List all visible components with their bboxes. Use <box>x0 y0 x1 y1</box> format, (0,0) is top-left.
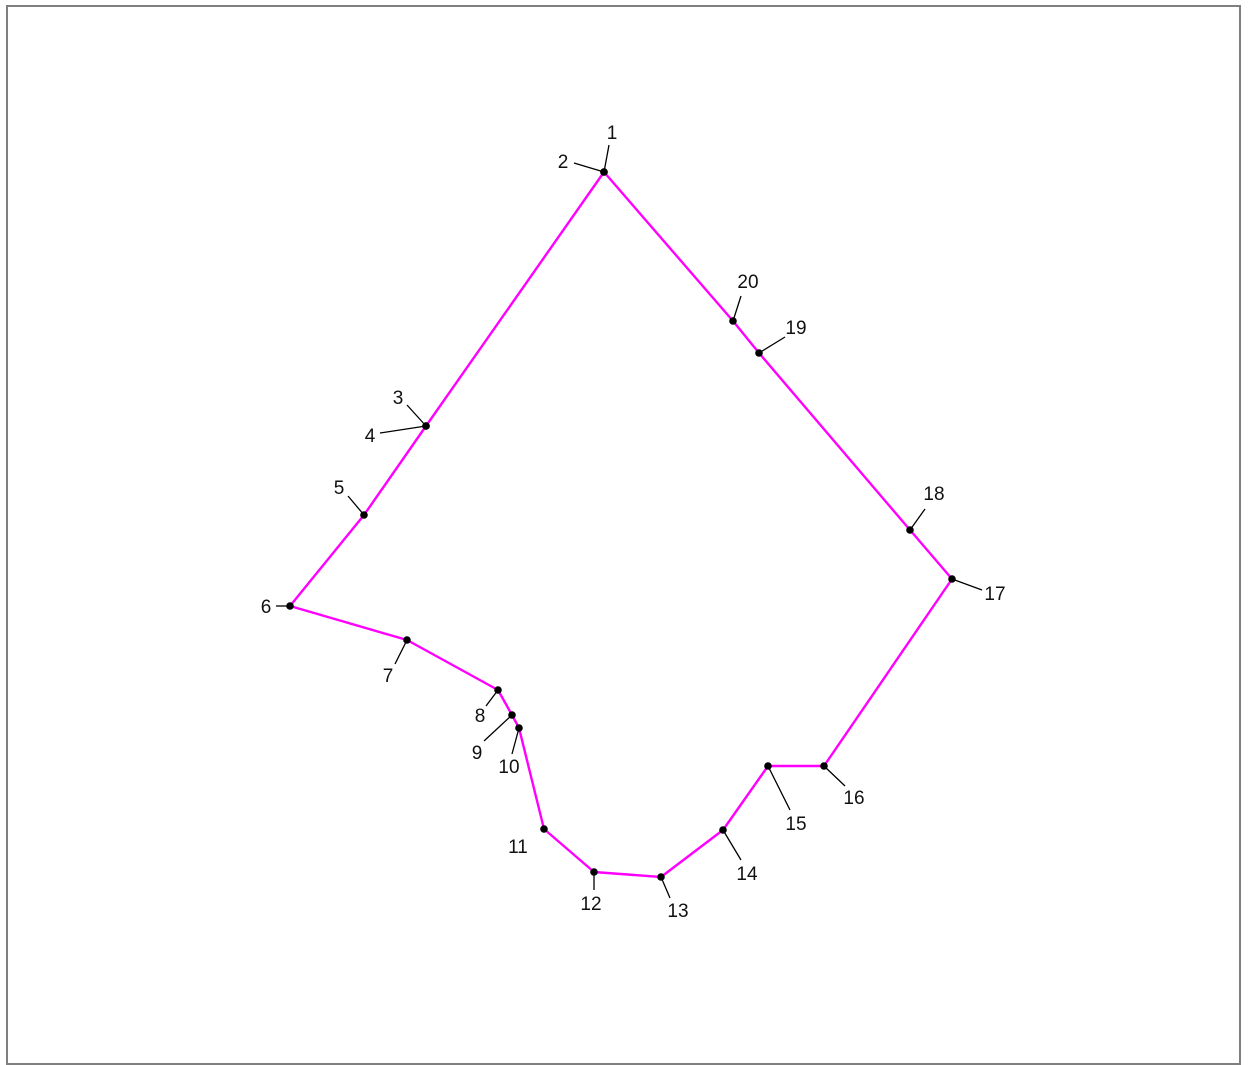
parcel-boundary-polygon <box>288 170 954 879</box>
vertex-point-14 <box>719 826 727 834</box>
vertex-label-10: 10 <box>498 757 519 778</box>
vertex-point-16 <box>820 762 828 770</box>
leader-line-19 <box>758 336 786 354</box>
vertex-label-1: 1 <box>607 123 618 144</box>
vertex-point-7 <box>403 636 411 644</box>
vertex-label-16: 16 <box>843 788 864 809</box>
vertex-label-2: 2 <box>558 152 569 173</box>
vertex-label-20: 20 <box>737 272 758 293</box>
leader-line-17 <box>951 578 983 591</box>
vertex-label-7: 7 <box>383 666 394 687</box>
vertex-point-11 <box>540 825 548 833</box>
vertex-point-18 <box>906 526 914 534</box>
vertex-point-13 <box>657 873 665 881</box>
leader-line-15 <box>767 765 791 811</box>
leader-line-10 <box>511 727 520 755</box>
vertex-label-19: 19 <box>785 318 806 339</box>
leader-line-1 <box>603 144 610 173</box>
vertex-point-10 <box>515 724 523 732</box>
leader-line-5 <box>347 495 365 516</box>
leader-line-20 <box>732 295 742 322</box>
vertex-point-12 <box>590 868 598 876</box>
vertex-label-4: 4 <box>365 426 376 447</box>
vertex-label-12: 12 <box>580 894 601 915</box>
leader-line-4 <box>379 425 427 434</box>
leader-line-16 <box>823 765 846 787</box>
vertex-label-11: 11 <box>508 837 528 858</box>
vertex-label-5: 5 <box>334 478 345 499</box>
vertex-label-17: 17 <box>984 584 1005 605</box>
vertex-label-6: 6 <box>261 597 272 618</box>
vertex-label-14: 14 <box>736 864 758 885</box>
vertex-point-4 <box>422 422 430 430</box>
vertex-label-3: 3 <box>393 388 404 409</box>
leader-line-18 <box>909 508 926 531</box>
leader-line-9 <box>483 714 513 742</box>
vertex-point-9 <box>508 711 516 719</box>
plot-frame <box>6 5 1241 1065</box>
leader-line-2 <box>573 162 605 173</box>
label-leader-lines <box>276 144 983 899</box>
vertex-label-9: 9 <box>472 743 483 764</box>
vertex-point-17 <box>948 575 956 583</box>
vertex-label-13: 13 <box>667 901 688 922</box>
vertex-point-19 <box>755 349 763 357</box>
vertex-points <box>286 168 956 881</box>
vertex-point-15 <box>764 762 772 770</box>
leader-line-14 <box>722 829 742 861</box>
vertex-label-8: 8 <box>475 706 486 727</box>
vertex-point-8 <box>494 686 502 694</box>
vertex-point-6 <box>286 602 294 610</box>
leader-line-7 <box>394 639 408 665</box>
vertex-label-18: 18 <box>923 484 944 505</box>
vertex-point-20 <box>729 317 737 325</box>
vertex-point-2 <box>600 168 608 176</box>
leader-line-13 <box>660 876 671 899</box>
vertex-label-15: 15 <box>785 814 806 835</box>
vertex-point-5 <box>360 511 368 519</box>
leader-line-3 <box>406 404 427 427</box>
